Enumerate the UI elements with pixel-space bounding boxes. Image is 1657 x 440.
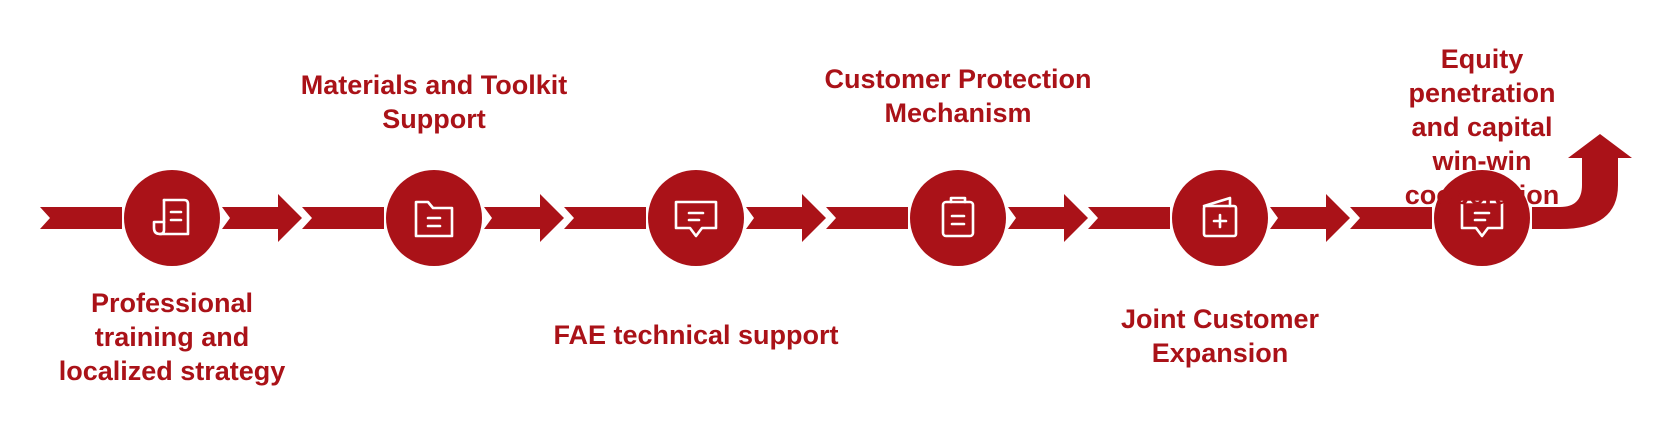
connector-tail-5 — [1088, 207, 1170, 229]
step-label-6: Equity penetration and capital win-win c… — [1404, 44, 1560, 210]
step-label-2: Materials and Toolkit Support — [300, 70, 568, 134]
step-node-1 — [124, 170, 220, 266]
step-node-2 — [386, 170, 482, 266]
connector-arrow-1 — [222, 194, 302, 242]
step-circle — [648, 170, 744, 266]
step-node-6 — [1434, 170, 1530, 266]
scroll-document-icon — [152, 198, 190, 236]
clipboard-icon — [941, 196, 975, 238]
step-node-4 — [910, 170, 1006, 266]
step-node-3 — [648, 170, 744, 266]
chat-bubble-icon — [674, 200, 718, 238]
connector-arrow-2 — [484, 194, 564, 242]
step-label-4: Customer Protection Mechanism — [824, 64, 1092, 128]
folder-icon — [414, 200, 454, 238]
step-label-5: Joint Customer Expansion — [1120, 304, 1320, 368]
connector-tail-3 — [564, 207, 646, 229]
step-circle — [1434, 170, 1530, 266]
connector-tail-1 — [40, 207, 122, 229]
step-circle — [124, 170, 220, 266]
chat-bubble-icon — [1460, 200, 1504, 238]
connector-tail-6 — [1350, 207, 1432, 229]
connector-arrow-5 — [1270, 194, 1350, 242]
connector-arrow-4 — [1008, 194, 1088, 242]
step-node-5 — [1172, 170, 1268, 266]
connector-arrow-3 — [746, 194, 826, 242]
step-label-3: FAE technical support — [553, 320, 839, 350]
step-circle — [910, 170, 1006, 266]
connector-tail-4 — [826, 207, 908, 229]
step-label-1: Professional training and localized stra… — [58, 288, 286, 386]
medical-folder-icon — [1202, 196, 1238, 238]
connector-tail-2 — [302, 207, 384, 229]
final-bent-arrow — [1532, 134, 1632, 229]
